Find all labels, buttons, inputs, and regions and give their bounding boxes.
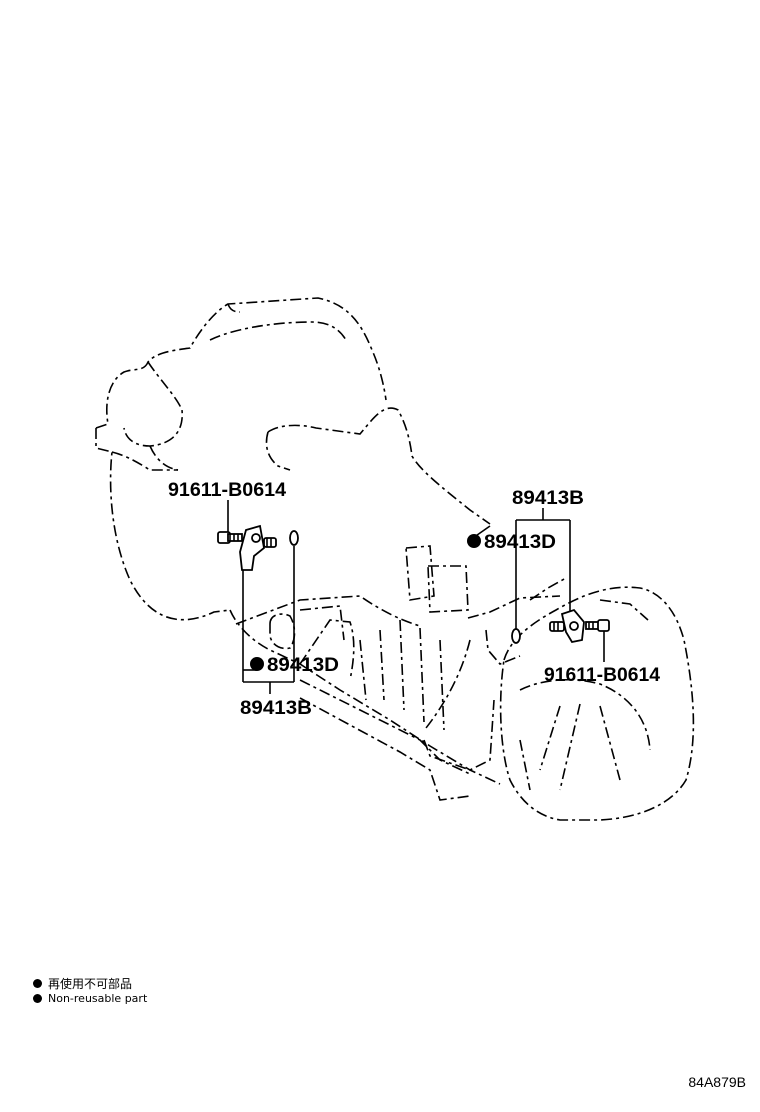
left-bolt-icon	[217, 531, 243, 544]
right-assembly-label: 89413B	[512, 488, 584, 509]
left-assembly-label: 89413B	[240, 698, 312, 719]
left-o-ring-icon	[289, 530, 299, 546]
right-bolt-icon	[585, 619, 610, 632]
right-speed-sensor-icon	[549, 608, 585, 644]
left-bolt-label: 91611-B0614	[168, 480, 286, 501]
right-non-reusable-dot-icon	[467, 534, 481, 548]
transmission-outline	[95, 297, 695, 821]
legend-text-english: Non-reusable part	[48, 992, 148, 1005]
bullet-icon	[33, 979, 42, 988]
right-o-ring-label: 89413D	[484, 532, 556, 553]
left-sensor-assembly	[217, 500, 299, 694]
left-non-reusable-dot-icon	[250, 657, 264, 671]
right-o-ring-icon	[511, 628, 521, 644]
right-sensor-assembly	[469, 508, 610, 662]
legend-item-english: Non-reusable part	[33, 992, 147, 1005]
legend-text-japanese: 再使用不可部品	[48, 977, 133, 991]
bullet-icon	[33, 994, 42, 1003]
right-bolt-label: 91611-B0614	[544, 665, 660, 686]
diagram-code: 84A879B	[688, 1074, 746, 1090]
left-speed-sensor-icon	[239, 524, 277, 571]
legend-item-japanese: 再使用不可部品	[33, 975, 132, 992]
left-o-ring-label: 89413D	[267, 655, 339, 676]
